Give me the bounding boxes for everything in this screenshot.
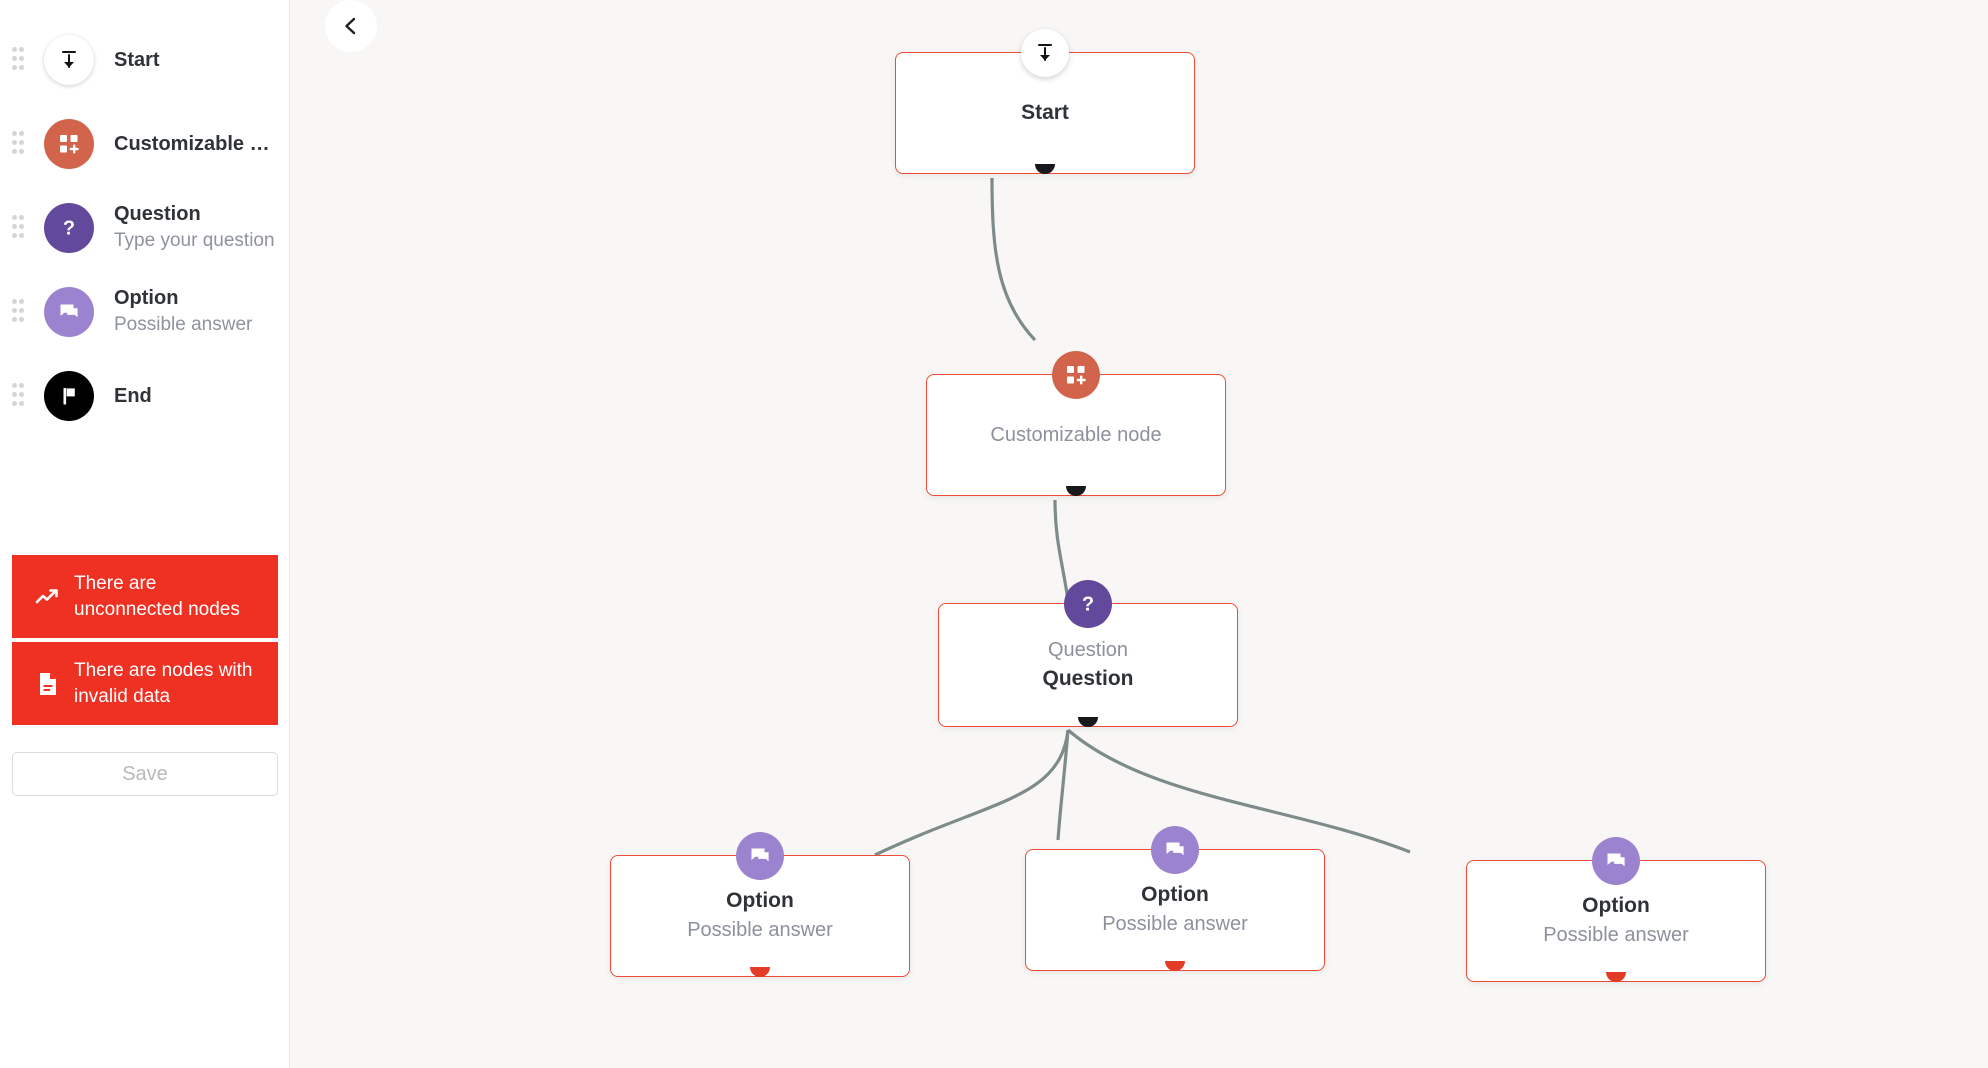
node-title: Option xyxy=(1582,893,1650,917)
palette-item-subtitle: Type your question xyxy=(114,230,275,252)
node-title: Start xyxy=(1021,100,1069,124)
question-mark-icon: ? xyxy=(44,203,94,253)
flow-canvas[interactable]: Start Customizable node ? xyxy=(290,0,1988,1068)
save-button[interactable]: Save xyxy=(12,752,278,796)
node-customizable[interactable]: Customizable node xyxy=(926,351,1226,496)
node-option-1[interactable]: Option Possible answer xyxy=(610,832,910,977)
node-output-handle[interactable] xyxy=(1606,972,1626,982)
grid-plus-icon xyxy=(44,119,94,169)
node-value: Question xyxy=(1042,667,1134,691)
node-output-handle[interactable] xyxy=(1165,961,1185,971)
node-output-handle[interactable] xyxy=(1078,717,1098,727)
node-output-handle[interactable] xyxy=(1066,486,1086,496)
node-title: Customizable node xyxy=(990,423,1162,446)
document-icon xyxy=(26,669,70,699)
question-mark-icon: ? xyxy=(1064,580,1112,628)
flag-icon xyxy=(44,371,94,421)
node-subtitle: Possible answer xyxy=(687,919,833,942)
node-title: Option xyxy=(726,888,794,912)
drag-handle-icon[interactable] xyxy=(12,297,34,327)
node-subtitle: Possible answer xyxy=(1543,924,1689,947)
edge-custom-to-question xyxy=(1053,499,1070,601)
drag-handle-icon[interactable] xyxy=(12,45,34,75)
edge-question-to-option3 xyxy=(1066,728,1411,854)
node-question[interactable]: ? Question Question xyxy=(938,580,1238,727)
svg-text:?: ? xyxy=(63,218,75,240)
alert-text: There are unconnected nodes xyxy=(74,573,240,620)
palette-item-end[interactable]: End xyxy=(0,354,289,438)
download-arrow-icon xyxy=(44,35,94,85)
node-subtitle: Possible answer xyxy=(1102,913,1248,936)
trending-up-icon xyxy=(26,582,70,612)
palette-item-title: Start xyxy=(114,49,160,71)
palette-item-option[interactable]: Option Possible answer xyxy=(0,270,289,354)
grid-plus-icon xyxy=(1052,351,1100,399)
palette-item-title: End xyxy=(114,385,152,407)
node-output-handle[interactable] xyxy=(750,967,770,977)
node-option-2[interactable]: Option Possible answer xyxy=(1025,826,1325,971)
node-option-3[interactable]: Option Possible answer xyxy=(1466,837,1766,982)
palette-item-question[interactable]: ? Question Type your question xyxy=(0,186,289,270)
drag-handle-icon[interactable] xyxy=(12,381,34,411)
palette-item-customizable[interactable]: Customizable … xyxy=(0,102,289,186)
validation-alerts: There are unconnected nodes There are no… xyxy=(12,555,278,729)
edge-question-to-option1 xyxy=(874,729,1070,857)
palette-item-subtitle: Possible answer xyxy=(114,314,253,336)
node-title: Option xyxy=(1141,882,1209,906)
palette-item-start[interactable]: Start xyxy=(0,18,289,102)
chat-bubbles-icon xyxy=(736,832,784,880)
edge-start-to-custom xyxy=(990,177,1037,342)
palette-item-title: Option xyxy=(114,287,179,310)
chat-bubbles-icon xyxy=(1592,837,1640,885)
edge-question-to-option2 xyxy=(1056,729,1070,841)
download-arrow-icon xyxy=(1021,29,1069,77)
svg-text:?: ? xyxy=(1082,594,1094,616)
back-chevron-icon[interactable] xyxy=(325,0,377,52)
palette-item-title: Question xyxy=(114,203,201,226)
node-label: Question xyxy=(1047,639,1129,662)
alert-unconnected-nodes[interactable]: There are unconnected nodes xyxy=(12,555,278,638)
node-start[interactable]: Start xyxy=(895,29,1195,174)
node-palette-sidebar: Start Customizable … xyxy=(0,0,290,1068)
node-output-handle[interactable] xyxy=(1035,164,1055,174)
drag-handle-icon[interactable] xyxy=(12,129,34,159)
chat-bubbles-icon xyxy=(1151,826,1199,874)
alert-invalid-data[interactable]: There are nodes with invalid data xyxy=(12,642,278,725)
chat-bubbles-icon xyxy=(44,287,94,337)
drag-handle-icon[interactable] xyxy=(12,213,34,243)
palette-item-title: Customizable … xyxy=(114,133,270,155)
alert-text: There are nodes with invalid data xyxy=(74,660,253,707)
